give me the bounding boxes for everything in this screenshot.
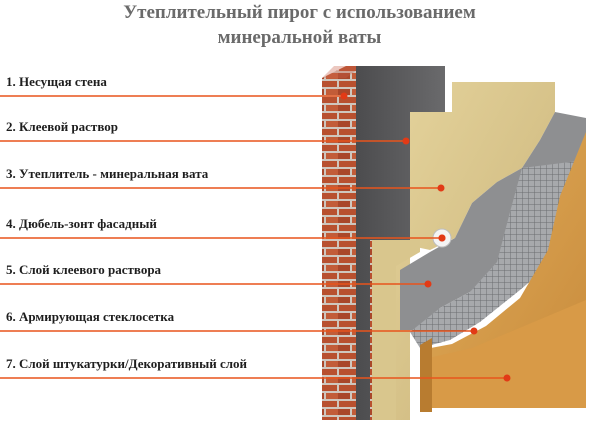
leader-marker-2: [402, 137, 410, 145]
leader-marker-6: [470, 327, 478, 335]
layer-label-text: Слой штукатурки/Декоративный слой: [19, 356, 248, 371]
title-line-2: минеральной ваты: [217, 27, 382, 48]
layer-label-text: Слой клеевого раствора: [19, 262, 162, 277]
layer-label-6: 6. Армирующая стеклосетка: [6, 309, 174, 325]
layer-number: 7.: [6, 356, 16, 371]
layer-label-text: Дюбель-зонт фасадный: [19, 216, 157, 231]
leader-marker-4: [438, 234, 446, 242]
fiberglass-mesh-layer: [410, 160, 586, 348]
layer-label-text: Клеевой раствор: [19, 119, 118, 134]
title-line-1: Утеплительный пирог с использованием: [123, 2, 476, 23]
layer-number: 4.: [6, 216, 16, 231]
plaster-decorative-layer: [420, 132, 586, 412]
layer-label-text: Утеплитель - минеральная вата: [19, 166, 209, 181]
layer-number: 3.: [6, 166, 16, 181]
callout-leaders: [0, 92, 511, 382]
adhesive-mortar-layer: [356, 66, 445, 420]
layer-number: 1.: [6, 74, 16, 89]
layer-number: 5.: [6, 262, 16, 277]
layer-label-text: Несущая стена: [19, 74, 107, 89]
leader-marker-1: [340, 92, 348, 100]
layer-label-4: 4. Дюбель-зонт фасадный: [6, 216, 157, 232]
layer-number: 2.: [6, 119, 16, 134]
layer-label-1: 1. Несущая стена: [6, 74, 107, 90]
mineral-wool-layer: [372, 82, 555, 420]
layer-label-5: 5. Слой клеевого раствора: [6, 262, 161, 278]
leader-marker-7: [503, 374, 511, 382]
layer-label-text: Армирующая стеклосетка: [19, 309, 175, 324]
leader-marker-5: [424, 280, 432, 288]
layer-label-2: 2. Клеевой раствор: [6, 119, 118, 135]
layer-label-7: 7. Слой штукатурки/Декоративный слой: [6, 356, 247, 372]
leader-marker-3: [437, 184, 445, 192]
layer-label-3: 3. Утеплитель - минеральная вата: [6, 166, 208, 182]
diagram-title: Утеплительный пирог с использованием мин…: [0, 0, 599, 50]
layer-number: 6.: [6, 309, 16, 324]
